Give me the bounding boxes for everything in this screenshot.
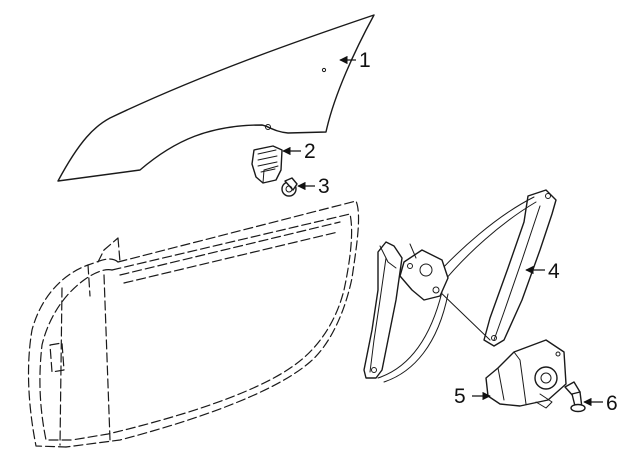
bracket-bolt	[281, 177, 298, 197]
callout-labels: 1 2 3 4 5 6	[304, 49, 618, 415]
motor-screw	[564, 381, 586, 413]
callout-1: 1	[359, 49, 371, 72]
callout-3: 3	[318, 175, 330, 198]
door-glass	[57, 14, 375, 182]
callout-5: 5	[454, 385, 466, 408]
door-shell	[27, 200, 360, 448]
regulator-motor	[485, 339, 567, 409]
window-regulator	[363, 189, 557, 383]
callout-6: 6	[606, 392, 618, 415]
callout-leaders	[282, 55, 603, 407]
callout-4: 4	[548, 260, 560, 283]
callout-2: 2	[304, 140, 316, 163]
glass-bracket	[251, 145, 283, 184]
